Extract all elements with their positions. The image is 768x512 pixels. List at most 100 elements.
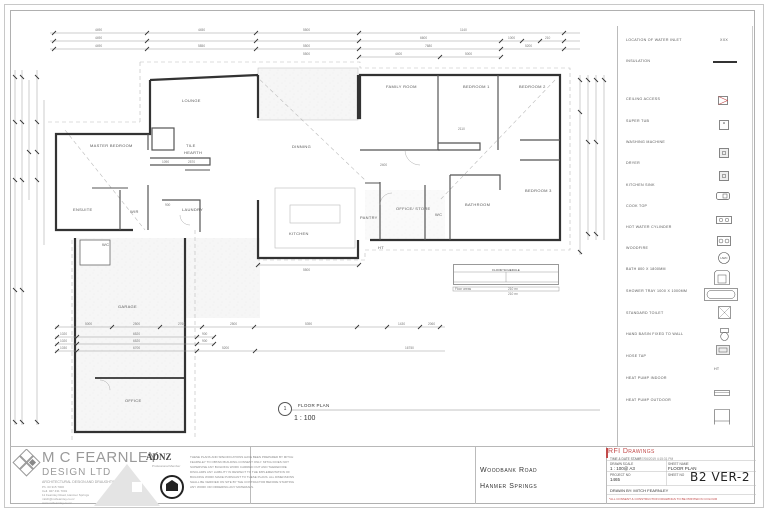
legend-item-washing-machine: Washing machine: [626, 140, 666, 144]
plan-number-bubble: 1: [278, 402, 292, 416]
garage-floor: [75, 238, 185, 433]
floor-schedule-title: Floor Schedule: [492, 268, 520, 272]
company-logo-icon: [12, 449, 41, 477]
heat-pump-outdoor-icon: [714, 409, 730, 425]
room-hearth-label: Hearth: [184, 150, 203, 155]
dim-mid-13: 900: [202, 339, 208, 343]
dim-top-12: 7680: [425, 44, 433, 48]
dim-top-3: 5500: [303, 28, 311, 32]
rfi-accent-bar: [606, 448, 608, 458]
legend-item-kitchen-sink: Kitchen sink: [626, 183, 655, 187]
super-tub-icon: [719, 120, 729, 130]
company-subname: DESIGN LTD: [42, 467, 112, 478]
drawn-by: Drawn By: Mitch Fearnley: [610, 488, 669, 493]
hose-tap-icon: [716, 345, 730, 355]
time-date-value: 17/06/2019 4:15:31 PM: [640, 457, 674, 461]
dim-mid-2: 2500: [133, 322, 141, 326]
contact-line-2: Cell. 027 431 7001: [42, 489, 68, 493]
contact-line-1: Ph. 03 315 7000: [42, 485, 65, 489]
company-name: M C FEARNLEY: [42, 449, 159, 466]
contact-line-4: mitch@mcfearnley.co.nz: [42, 497, 75, 501]
drawn-scale-value: 1 : 100@ A3: [610, 466, 635, 471]
dim-mid-9: 6520: [133, 332, 141, 336]
adnz-subtitle: Professional Member: [152, 464, 181, 468]
dim-mid-4: 2500: [230, 322, 238, 326]
hot-water-cylinder-icon: [717, 236, 731, 246]
dim-hearth-a: 1090: [162, 160, 170, 164]
legend-item-bath: Bath 800 x 1800mm: [626, 267, 666, 271]
legend-item-standard-toilet: Standard toilet: [626, 311, 664, 315]
sheet-inner-border: [10, 10, 755, 504]
floor-schedule: Floor Schedule: [453, 264, 559, 285]
dim-top-1: 4490: [95, 28, 103, 32]
interior-walls: [119, 75, 560, 249]
dim-mid-10: 900: [202, 332, 208, 336]
deck-area: [257, 67, 359, 121]
svg-text:HWC: HWC: [720, 256, 728, 260]
project-no-label: Project No: [610, 473, 631, 477]
dim-mid-6: 1430: [398, 322, 406, 326]
bath-icon: [714, 270, 730, 285]
sheet-name-value: Floor plan: [668, 466, 697, 471]
legend-item-dryer: Dryer: [626, 161, 641, 165]
project-no-value: 1465: [610, 477, 621, 482]
right-dimension-lines: [579, 75, 605, 255]
cook-top-icon: [716, 216, 732, 224]
washing-machine-icon: [719, 148, 729, 158]
dim-mid-5: 5390: [305, 322, 313, 326]
dim-top-13: 5200: [525, 44, 533, 48]
dim-mid-1: 5000: [85, 322, 93, 326]
sheet-name-label: Sheet Name: [668, 462, 689, 466]
dim-hearth-b: 2570: [188, 160, 196, 164]
toilet-icon: [718, 306, 731, 319]
dim-top-9: 4490: [95, 44, 103, 48]
plan-title: Floor plan: [298, 403, 330, 408]
drawn-scale-label: Drawn Scale: [610, 462, 634, 466]
roofline: [48, 61, 571, 440]
dimension-ticks: [51, 30, 567, 60]
project-road: Woodbank Road: [480, 467, 538, 474]
kitchen-sink-icon: [716, 192, 730, 200]
company-tagline: Architectural design and draughting: [42, 480, 119, 484]
insulation-line-icon: [713, 61, 737, 63]
dim-laundry-door: 900: [165, 203, 171, 207]
legend-item-heat-pump-indoor: Heat pump indoor: [626, 376, 667, 380]
dim-top-14: 5500: [303, 52, 311, 56]
room-ensuite: Ensuite: [73, 207, 93, 212]
office-walls: [74, 377, 186, 433]
sheet-no-label: Sheet No: [668, 473, 685, 477]
dim-top-5: 4490: [95, 36, 103, 40]
rfi-title: RFI Drawings: [608, 448, 655, 455]
shower-tray-icon: [704, 288, 738, 301]
room-garage: Garage: [118, 304, 137, 309]
door-swings: [99, 149, 421, 391]
adnz-logo: ADNZ: [146, 452, 172, 462]
time-date-label: Time & Date Stamp: [610, 457, 642, 461]
dim-hall: 2400: [380, 163, 388, 167]
top-dimension-lines: [50, 32, 580, 58]
legend-water-inlet-symbol: XXX: [720, 38, 729, 42]
dim-top-2: 4450: [198, 28, 206, 32]
dim-top-6: 6600: [420, 36, 428, 40]
room-garage-wc: WC: [102, 242, 110, 247]
dim-mid-15: 6700: [133, 346, 141, 350]
room-bedroom-3: Bedroom 3: [525, 188, 552, 193]
master-builders-badge-icon: [160, 475, 184, 499]
legend-item-hand-basin: Hand basin fixed to wall: [626, 332, 684, 336]
ceiling-access-icon: [718, 96, 728, 105]
room-wir: WIR: [130, 209, 139, 214]
room-family-room: Family Room: [386, 84, 417, 89]
dim-mid-14: 1030: [60, 346, 68, 350]
dim-mid-17: 16750: [405, 346, 414, 350]
legend-item-super-tub: Super tub: [626, 119, 650, 123]
contact-line-5: www.mcfearnley.co.nz: [42, 501, 72, 505]
garage-wc: [79, 239, 111, 266]
dim-kitchen-width: 5500: [303, 268, 311, 272]
floor-schedule-value-1: 210 m²: [508, 287, 518, 291]
project-town: Hanmer Springs: [480, 483, 538, 490]
dim-bed1: 2110: [458, 127, 465, 131]
legend-item-water-inlet: Location of water inlet: [626, 38, 682, 42]
contact-line-3: 11 Fearnley Road, Hanmer Springs: [42, 493, 89, 497]
plan-scale: 1 : 100: [294, 415, 316, 422]
